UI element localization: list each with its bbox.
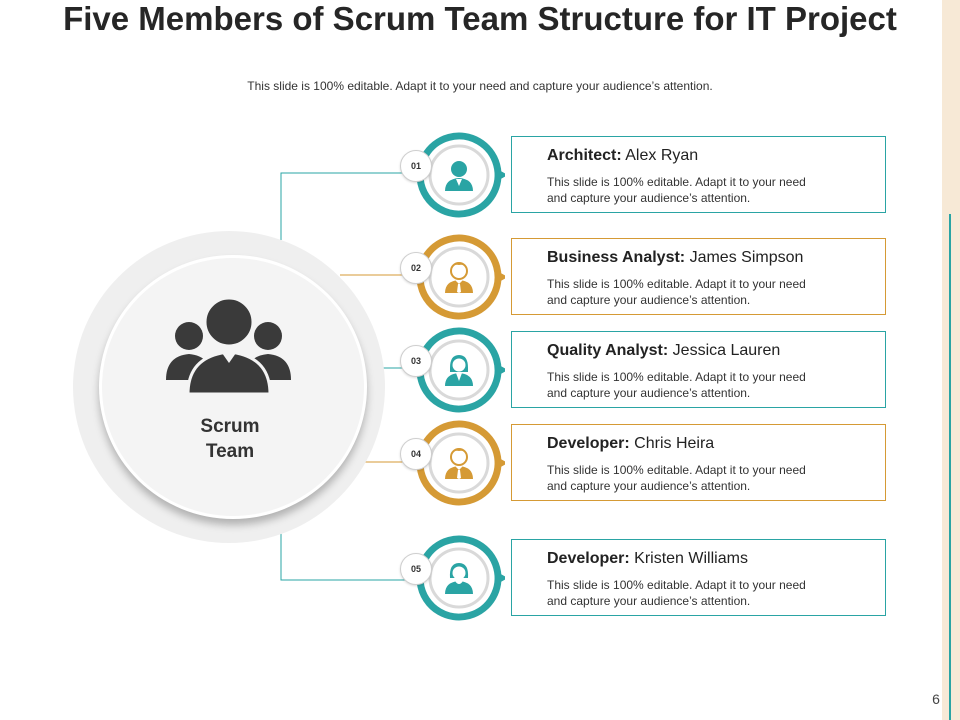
member-04-heading: Developer: Chris Heira	[547, 435, 714, 453]
member-04-name: Chris Heira	[634, 435, 715, 452]
man-with-tie-icon	[445, 262, 473, 293]
member-04-number-badge: 04	[400, 438, 432, 470]
member-04-description: This slide is 100% editable. Adapt it to…	[547, 463, 806, 493]
member-03-number-badge: 03	[400, 345, 432, 377]
scrum-team-label: Scrum Team	[170, 414, 290, 464]
woman-icon	[445, 563, 473, 594]
member-04-role: Developer:	[547, 435, 630, 452]
member-01-description: This slide is 100% editable. Adapt it to…	[547, 175, 806, 205]
member-01-role: Architect:	[547, 147, 622, 164]
businesswoman-icon	[445, 355, 473, 386]
businessman-icon	[445, 161, 473, 191]
member-01-name: Alex Ryan	[625, 147, 699, 164]
member-05-ring	[416, 535, 505, 621]
member-03-role: Quality Analyst:	[547, 342, 669, 359]
member-05-name: Kristen Williams	[634, 550, 748, 567]
member-04-ring	[416, 420, 505, 506]
scrum-team-label-line1: Scrum	[200, 416, 260, 437]
team-group-icon	[166, 296, 291, 396]
member-02-number-badge: 02	[400, 252, 432, 284]
member-02-heading: Business Analyst: James Simpson	[547, 249, 803, 267]
slide-title: Five Members of Scrum Team Structure for…	[63, 0, 897, 37]
slide-subtitle: This slide is 100% editable. Adapt it to…	[247, 79, 713, 93]
member-02-name: James Simpson	[689, 249, 804, 266]
member-02-role: Business Analyst:	[547, 249, 686, 266]
member-05-heading: Developer: Kristen Williams	[547, 550, 748, 568]
member-01-number-badge: 01	[400, 150, 432, 182]
man-with-tie-icon	[445, 448, 473, 479]
member-02-description: This slide is 100% editable. Adapt it to…	[547, 277, 806, 307]
page-number: 6	[932, 691, 940, 707]
member-05-role: Developer:	[547, 550, 630, 567]
member-05-description: This slide is 100% editable. Adapt it to…	[547, 578, 806, 608]
member-05-number-badge: 05	[400, 553, 432, 585]
member-03-heading: Quality Analyst: Jessica Lauren	[547, 342, 780, 360]
connector-05	[280, 533, 408, 581]
member-01-heading: Architect: Alex Ryan	[547, 147, 698, 165]
side-decor-line	[949, 214, 951, 720]
member-03-name: Jessica Lauren	[672, 342, 781, 359]
scrum-team-label-line2: Team	[205, 441, 255, 462]
side-decor-strip	[942, 0, 960, 720]
member-03-description: This slide is 100% editable. Adapt it to…	[547, 370, 806, 400]
connector-01	[280, 172, 408, 240]
